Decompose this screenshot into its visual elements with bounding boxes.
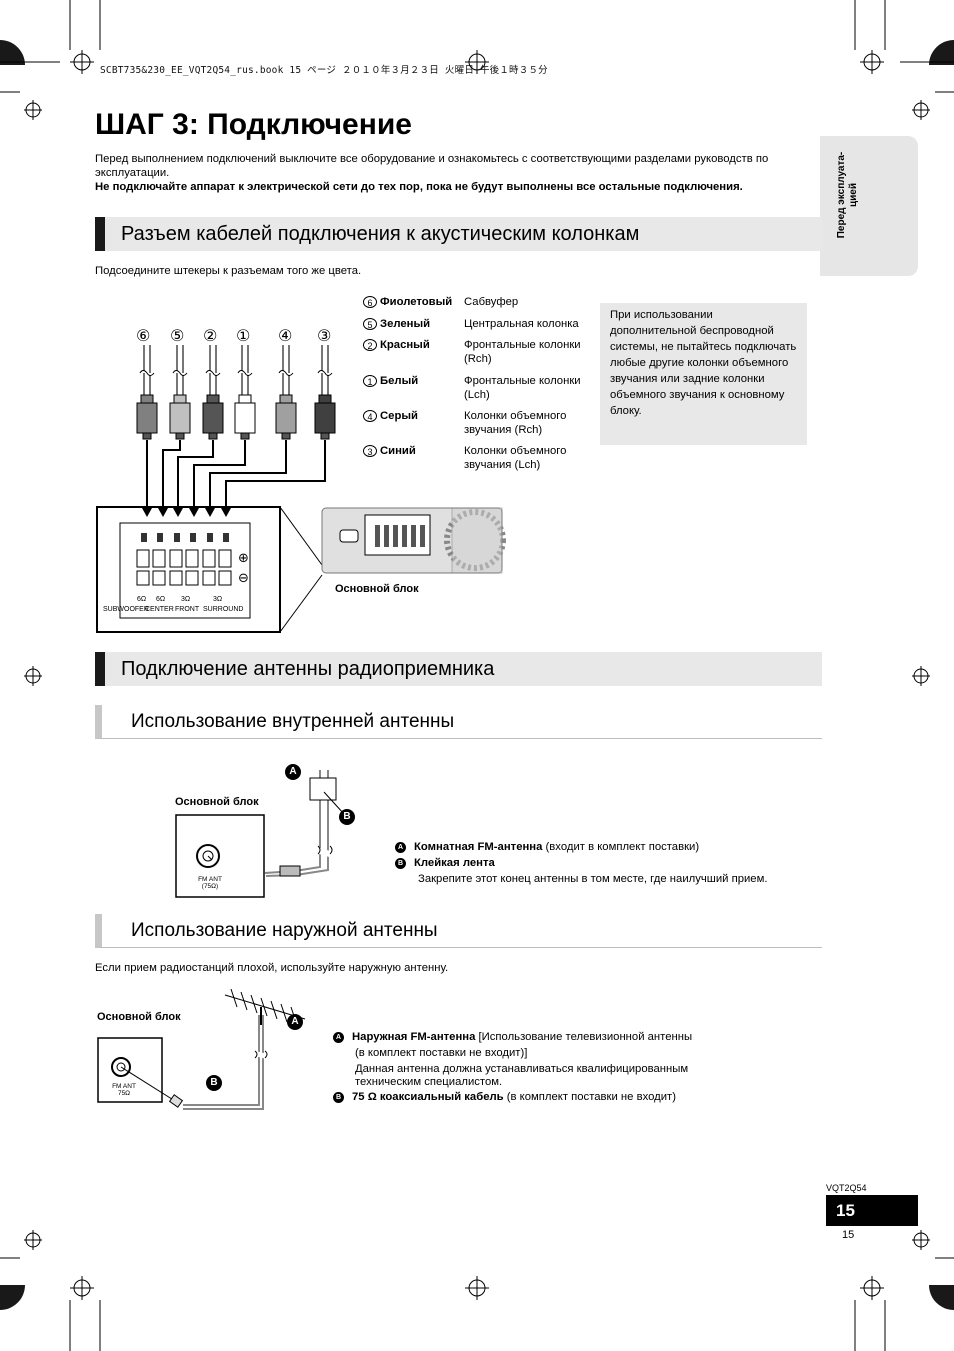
speaker-plug-5: [275, 402, 297, 434]
plus-terminal-icon: ⊕: [238, 550, 249, 565]
section-speaker-heading: Разъем кабелей подключения к акустически…: [95, 217, 822, 251]
outdoor-marker-a: A: [287, 1014, 303, 1030]
speaker-plug-6: [320, 432, 330, 440]
minus-terminal-icon: ⊖: [238, 570, 249, 585]
intro-text: Перед выполнением подключений выключите …: [95, 152, 795, 194]
speaker-plug-3: [208, 432, 218, 440]
plug-label-5: ⑤: [170, 328, 185, 345]
speaker-plug-5: [278, 370, 294, 376]
intro-normal: Перед выполнением подключений выключите …: [95, 153, 769, 179]
main-unit-label-indoor: Основной блок: [175, 796, 259, 808]
model-code: VQT2Q54: [826, 1183, 867, 1193]
page-title: ШАГ 3: Подключение: [95, 108, 412, 141]
outdoor-antenna-diagram: [97, 988, 306, 1110]
indoor-jack-label: FM ANT (75Ω): [198, 876, 222, 890]
side-tab-label: Перед эксплуата- цией: [836, 151, 859, 239]
speaker-plug-3: [202, 402, 224, 434]
plug-label-2: ②: [203, 328, 218, 345]
plug-label-6: ⑥: [136, 328, 151, 345]
speaker-plug-4: [237, 370, 253, 376]
speaker-plug-1: [136, 402, 158, 434]
main-unit-label-outdoor: Основной блок: [97, 1011, 181, 1023]
outdoor-antenna-heading: Использование наружной антенны: [95, 914, 822, 948]
plug-label-3: ③: [317, 328, 332, 345]
section-antenna-heading: Подключение антенны радиоприемника: [95, 652, 822, 686]
intro-warning: Не подключайте аппарат к электрической с…: [95, 181, 743, 193]
speaker-plug-1: [139, 370, 155, 376]
indoor-antenna-heading: Использование внутренней антенны: [95, 705, 822, 739]
speaker-plug-6: [314, 402, 336, 434]
plug-label-1: ①: [236, 328, 251, 345]
speaker-plug-2: [169, 402, 191, 434]
plug-label-4: ④: [278, 328, 293, 345]
speaker-plug-1: [142, 432, 152, 440]
speaker-instruction: Подсоедините штекеры к разъемам того же …: [95, 265, 362, 277]
speaker-plug-4: [240, 432, 250, 440]
outdoor-marker-b: B: [206, 1075, 222, 1091]
speaker-plug-6: [317, 370, 333, 376]
speaker-plug-3: [205, 370, 221, 376]
outdoor-jack-label: FM ANT 75Ω: [112, 1083, 136, 1097]
wireless-note: При использовании дополнительной беспров…: [600, 303, 807, 445]
print-header: SCBT735&230_EE_VQT2Q54_rus.book 15 ページ ２…: [100, 65, 548, 76]
side-tab: [820, 136, 918, 276]
main-unit-label-speakers: Основной блок: [335, 583, 419, 595]
speaker-plug-2: [175, 432, 185, 440]
speaker-wiring-diagram: [96, 345, 506, 633]
speaker-plug-2: [172, 370, 188, 376]
speaker-plug-4: [234, 402, 256, 434]
speaker-plug-5: [281, 432, 291, 440]
indoor-marker-a: A: [285, 764, 301, 780]
page-number-small: 15: [842, 1229, 855, 1241]
plug-number-labels: ⑥ ⑤ ② ① ④ ③: [130, 326, 350, 346]
outdoor-instruction: Если прием радиостанций плохой, использу…: [95, 962, 449, 974]
page-number-box: 15: [826, 1195, 918, 1226]
indoor-antenna-diagram: [175, 770, 345, 898]
indoor-marker-b: B: [339, 809, 355, 825]
